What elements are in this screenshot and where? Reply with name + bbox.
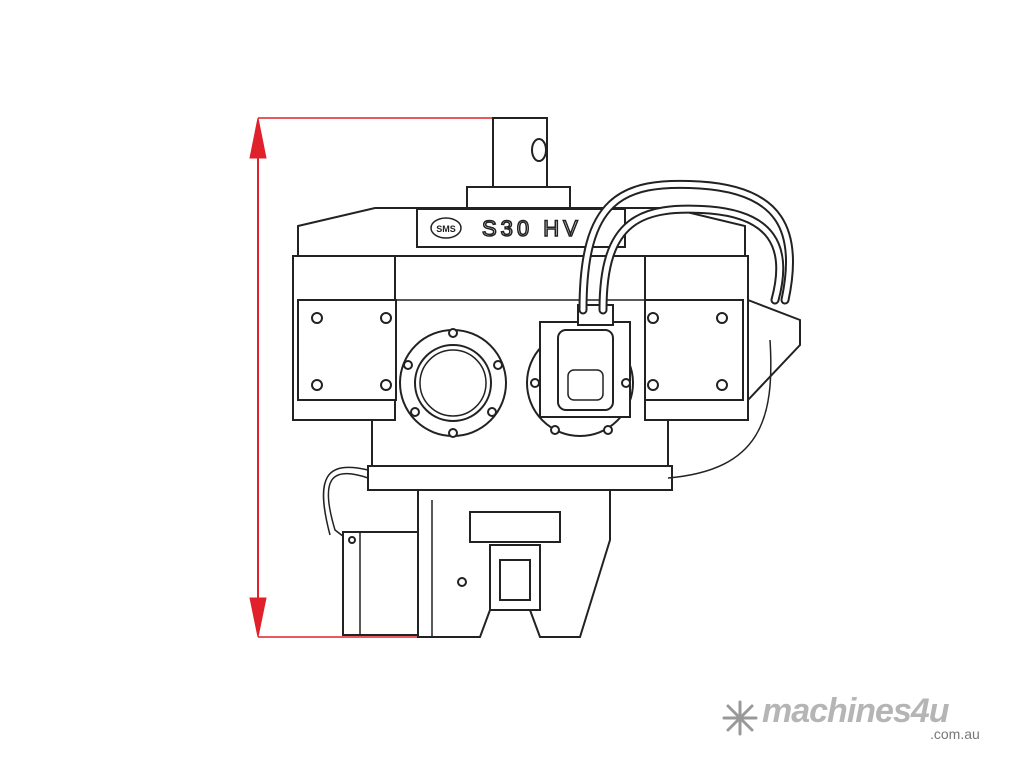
top-pin	[466, 117, 571, 210]
lower-clamp	[417, 489, 611, 638]
bottom-band	[367, 465, 673, 491]
right-motor-port	[526, 304, 634, 437]
left-side-plate	[292, 255, 397, 421]
clamp-motor	[342, 531, 419, 636]
plate-text: S30 HV	[482, 216, 582, 241]
right-side-plate	[644, 255, 801, 421]
watermark-domain: .com.au	[930, 726, 980, 742]
height-dimension	[249, 117, 497, 638]
hydraulic-hoses	[322, 179, 795, 541]
plate-bolts	[311, 312, 728, 391]
snowflake-logo-icon	[722, 700, 758, 736]
plate-logo: SMS	[436, 224, 456, 234]
left-bearing-port	[399, 328, 507, 438]
watermark-brand: machines4u	[762, 692, 950, 730]
